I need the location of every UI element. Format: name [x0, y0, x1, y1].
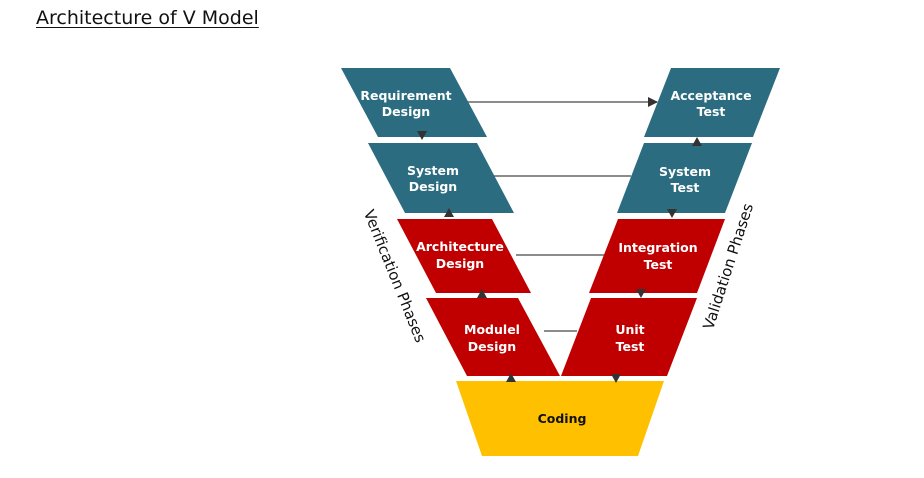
block-architecture-design: [397, 219, 531, 293]
system-design-label-line2: Design: [409, 179, 457, 194]
arrow-coding-to-unit-test: [611, 374, 621, 383]
arrow-system-to-acceptance-test: [692, 137, 702, 146]
block-coding: [456, 381, 664, 456]
architecture-design-label-line2: Design: [436, 256, 484, 271]
block-requirement-design: [341, 68, 487, 137]
acceptance-test-label-line2: Test: [697, 104, 726, 119]
page-title: Architecture of V Model: [36, 7, 259, 29]
block-acceptance-test: [644, 68, 780, 137]
block-system-design: [368, 143, 514, 213]
arrow-coding-to-module-design: [506, 373, 516, 382]
block-module-design: [426, 298, 560, 376]
system-test-label-line2: Test: [671, 180, 700, 195]
block-system-test: [617, 143, 752, 213]
system-test-label-line1: System: [659, 164, 711, 179]
arrow-unit-to-integration-test: [636, 289, 646, 298]
integration-test-label-line1: Integration: [618, 240, 697, 255]
integration-test-label-line2: Test: [644, 257, 673, 272]
coding-label: Coding: [538, 411, 587, 426]
unit-test-label-line1: Unit: [615, 322, 644, 337]
block-integration-test: [589, 219, 725, 293]
arrow-integration-to-system-test: [667, 209, 677, 218]
architecture-design-label-line1: Architecture: [416, 239, 504, 254]
requirement-design-label-line2: Design: [382, 104, 430, 119]
module-design-label-line1: Modulel: [464, 322, 520, 337]
arrow-module-to-architecture-design: [477, 289, 487, 298]
arrow-requirement-to-system-design: [417, 131, 427, 140]
acceptance-test-label-line1: Acceptance: [670, 88, 751, 103]
requirement-design-label-line1: Requirement: [360, 88, 451, 103]
block-unit-test: [561, 298, 697, 376]
system-design-label-line1: System: [407, 163, 459, 178]
module-design-label-line2: Design: [468, 339, 516, 354]
unit-test-label-line2: Test: [616, 339, 645, 354]
arrow-architecture-to-system-design: [444, 208, 454, 217]
